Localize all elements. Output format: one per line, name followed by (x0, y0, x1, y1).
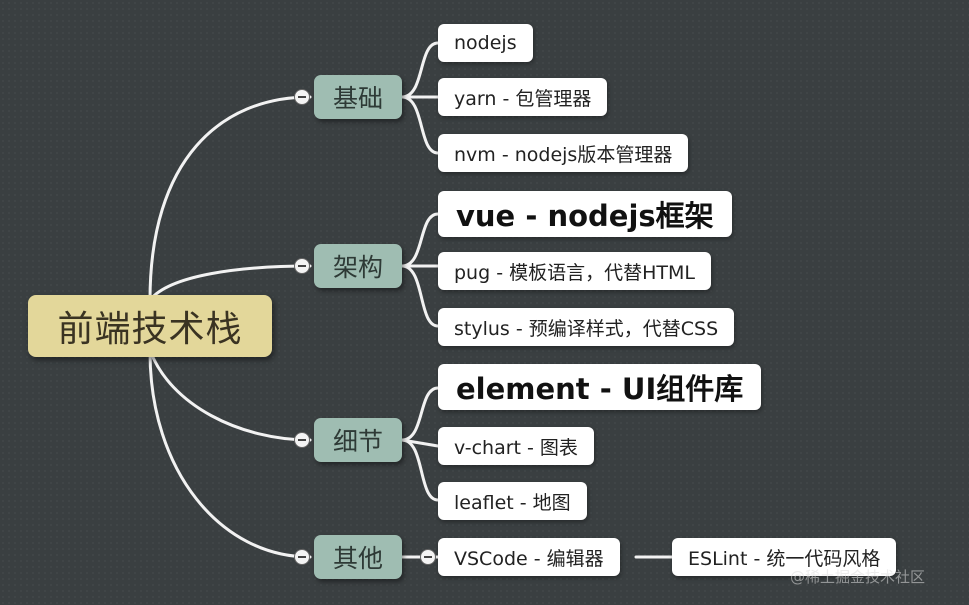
leaf-stylus[interactable]: stylus - 预编译样式，代替CSS (438, 308, 735, 346)
collapse-basics-icon[interactable] (294, 89, 310, 105)
leaf-pug[interactable]: pug - 模板语言，代替HTML (438, 252, 711, 290)
link-basics-1 (400, 41, 440, 99)
branch-architecture[interactable]: 架构 (314, 244, 402, 288)
link-detail-1 (400, 386, 440, 442)
branch-basics[interactable]: 基础 (314, 75, 402, 119)
link-arch-1 (400, 212, 440, 268)
leaf-vscode[interactable]: VSCode - 编辑器 (438, 538, 620, 576)
branch-other[interactable]: 其他 (314, 535, 402, 579)
link-root-arch (148, 264, 312, 302)
leaf-nvm[interactable]: nvm - nodejs版本管理器 (438, 134, 689, 172)
collapse-architecture-icon[interactable] (294, 258, 310, 274)
link-detail-3 (400, 438, 440, 502)
collapse-details-icon[interactable] (294, 432, 310, 448)
watermark: @稀土掘金技术社区 (790, 568, 926, 586)
leaf-vchart[interactable]: v-chart - 图表 (438, 427, 594, 465)
branch-details[interactable]: 细节 (314, 418, 402, 462)
link-root-detail (148, 348, 312, 442)
leaf-nodejs[interactable]: nodejs (438, 24, 533, 62)
link-root-other (148, 350, 312, 559)
collapse-vscode-icon[interactable] (420, 549, 436, 565)
leaf-leaflet[interactable]: leaflet - 地图 (438, 482, 587, 520)
link-root-basics (148, 95, 312, 302)
link-basics-3 (400, 95, 440, 155)
leaf-eslint[interactable]: ESLint - 统一代码风格 (672, 538, 897, 576)
leaf-yarn[interactable]: yarn - 包管理器 (438, 78, 608, 116)
leaf-vue[interactable]: vue - nodejs框架 (438, 191, 732, 237)
leaf-element[interactable]: element - UI组件库 (438, 364, 762, 410)
root-node[interactable]: 前端技术栈 (28, 295, 272, 357)
link-arch-3 (400, 264, 440, 328)
collapse-other-icon[interactable] (294, 549, 310, 565)
